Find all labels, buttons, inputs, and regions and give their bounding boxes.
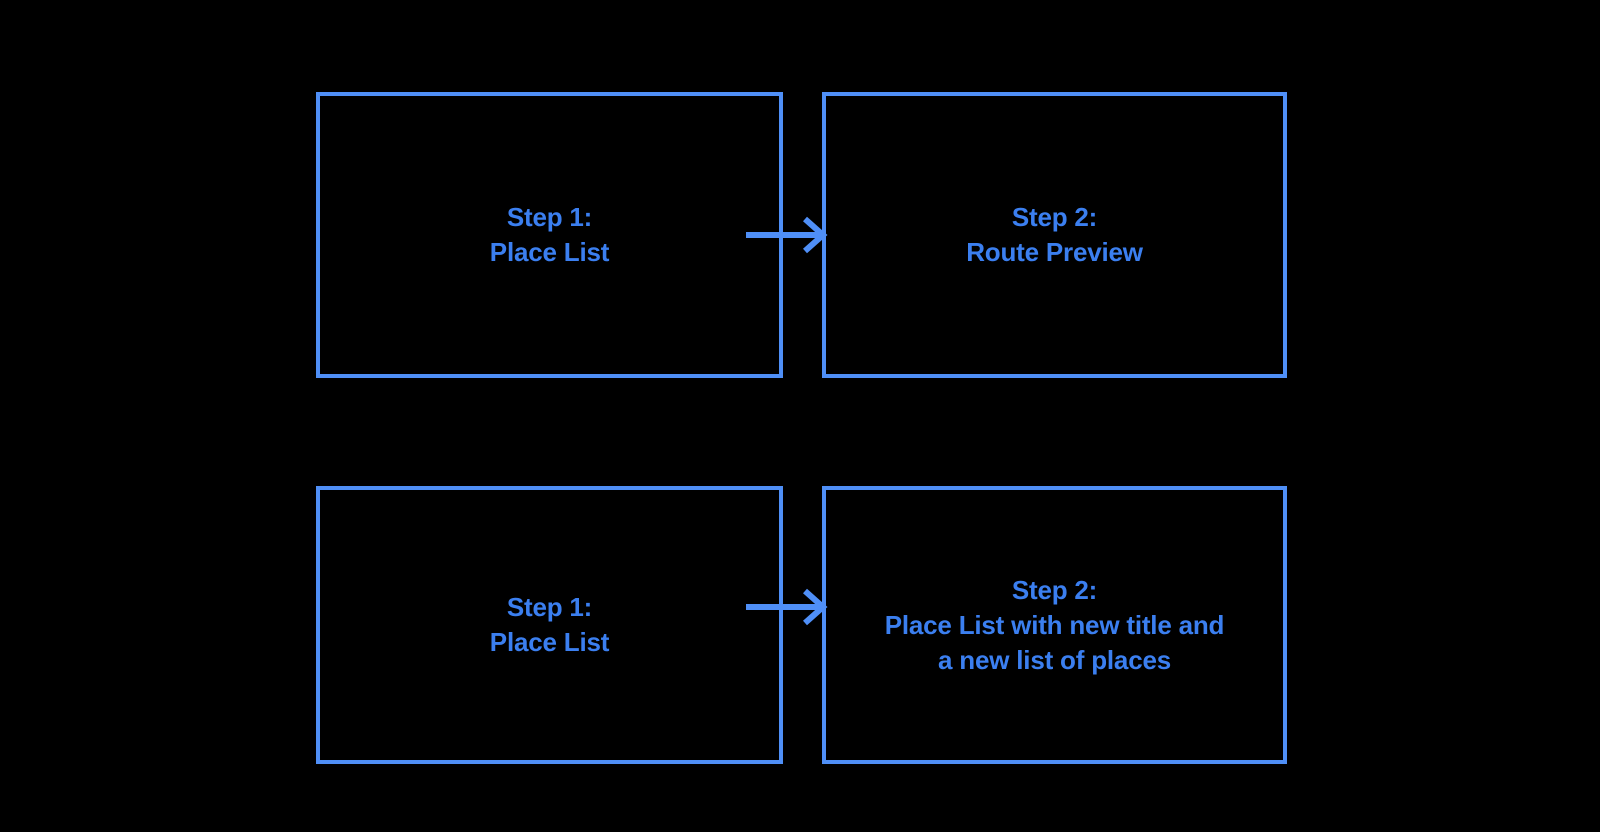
flow-row-route-preview: Step 1: Place List Step 2: Route Preview (0, 80, 1600, 380)
step-box-place-list[interactable]: Step 1: Place List (316, 92, 783, 378)
step-box-label: Step 1: Place List (489, 202, 610, 267)
step-box-label: Step 2: Route Preview (966, 202, 1143, 267)
step-box-route-preview[interactable]: Step 2: Route Preview (822, 92, 1287, 378)
step-box-label: Step 1: Place List (489, 592, 610, 657)
step-box-label: Step 2: Place List with new title and a … (884, 574, 1225, 675)
step-box-place-list[interactable]: Step 1: Place List (316, 486, 783, 764)
step-box-new-place-list[interactable]: Step 2: Place List with new title and a … (822, 486, 1287, 764)
flow-row-new-place-list: Step 1: Place List Step 2: Place List wi… (0, 474, 1600, 774)
